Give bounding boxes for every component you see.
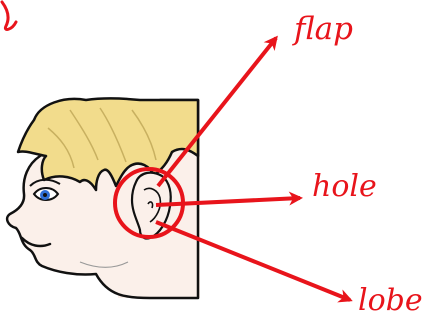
label-hole: hole	[312, 172, 377, 202]
boy-head	[7, 99, 200, 299]
cropped-letter	[2, 2, 16, 29]
label-flap: flap	[294, 14, 353, 45]
label-lobe: lobe	[358, 286, 423, 316]
